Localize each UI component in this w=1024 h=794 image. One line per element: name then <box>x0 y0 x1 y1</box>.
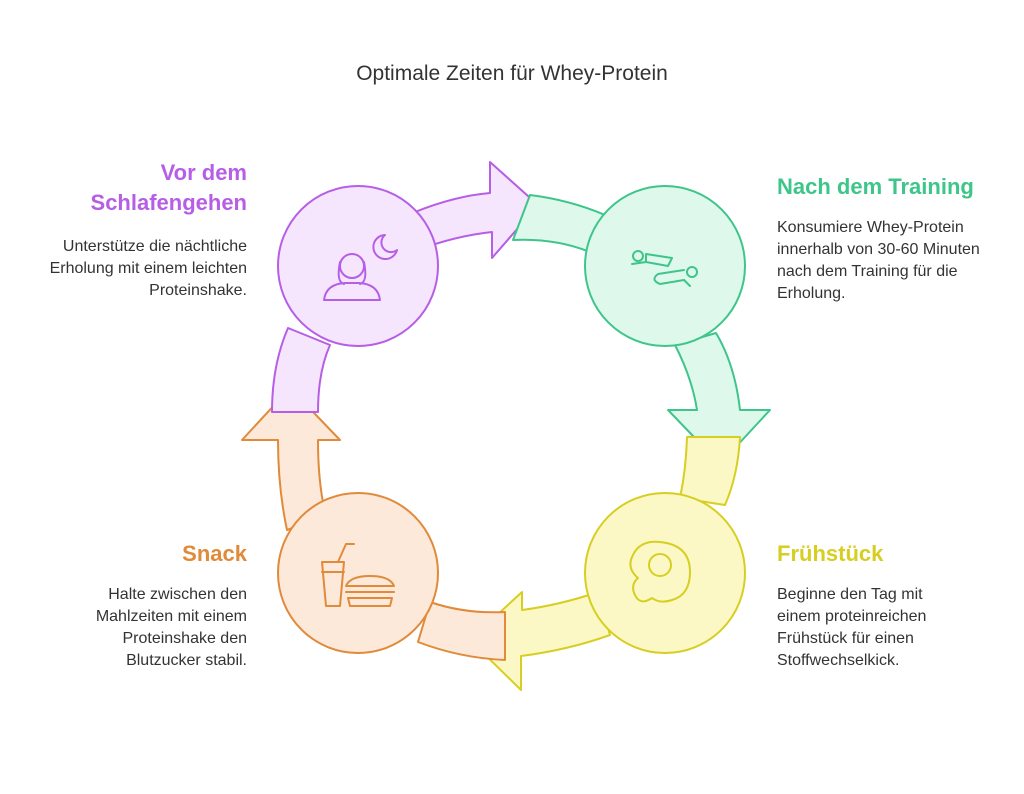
heading-after: Nach dem Training <box>777 174 974 199</box>
heading-sleep: Vor dem Schlafengehen <box>40 158 247 218</box>
workout-icon <box>631 250 698 287</box>
desc-snack: Halte zwischen den Mahlzeiten mit einem … <box>95 586 247 669</box>
band-sleep-left <box>271 327 331 413</box>
desc-sleep: Unterstütze die nächtliche Erholung mit … <box>49 238 247 299</box>
arrow-after-to-breakfast <box>667 332 771 465</box>
band-snack-bottom <box>417 601 506 661</box>
egg-icon <box>629 540 691 603</box>
desc-after: Konsumiere Whey-Protein innerhalb von 30… <box>777 219 980 302</box>
sleeping-woman-icon <box>323 234 398 301</box>
arrow-sleep-to-after <box>414 161 539 259</box>
heading-snack: Snack <box>182 541 247 566</box>
circle-sleep <box>277 185 439 347</box>
fast-food-icon <box>321 543 395 607</box>
heading-sleep-text: Vor dem Schlafengehen <box>90 160 247 215</box>
circle-snack <box>277 492 439 654</box>
band-breakfast-right <box>679 436 741 506</box>
circle-breakfast <box>584 492 746 654</box>
desc-breakfast: Beginne den Tag mit einem proteinreichen… <box>777 586 927 669</box>
diagram-title: Optimale Zeiten für Whey-Protein <box>356 62 668 85</box>
heading-breakfast: Frühstück <box>777 541 884 566</box>
